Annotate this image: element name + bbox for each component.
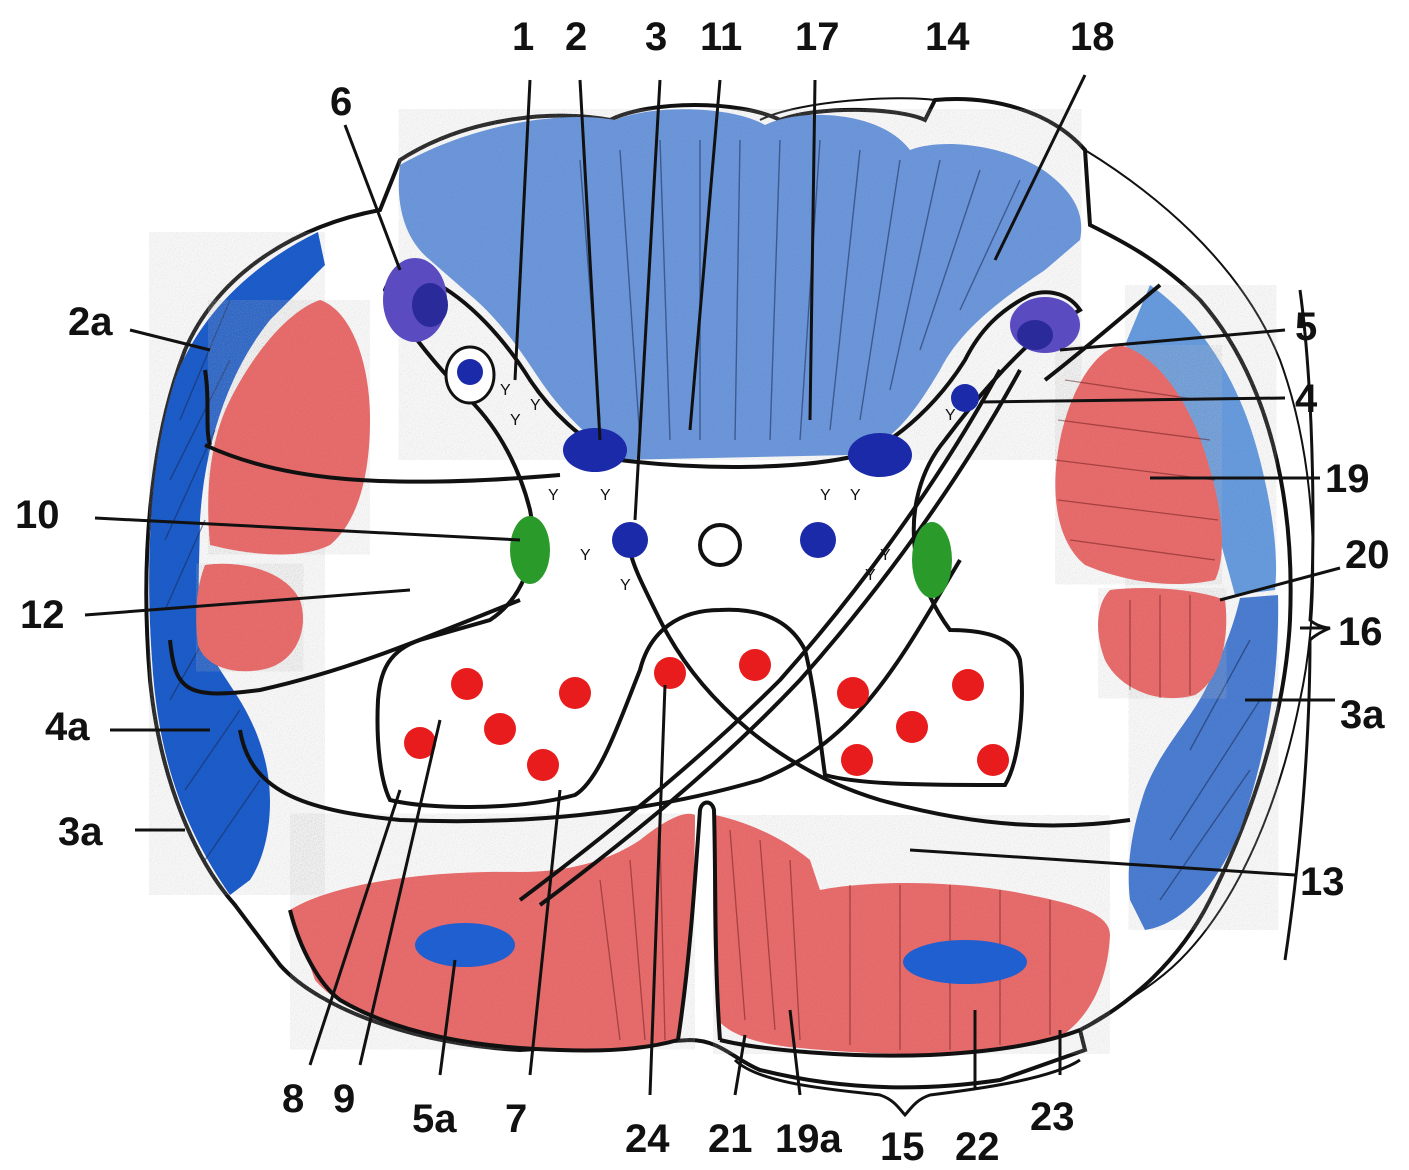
svg-text:Y: Y bbox=[820, 487, 831, 504]
label-22: 22 bbox=[955, 1125, 1000, 1169]
label-2a: 2a bbox=[68, 300, 113, 344]
motor-nucleus bbox=[559, 677, 591, 709]
svg-text:Y: Y bbox=[945, 407, 956, 424]
label-16: 16 bbox=[1338, 610, 1383, 654]
label-10: 10 bbox=[15, 493, 60, 537]
lateral-horn-green-right bbox=[912, 522, 952, 598]
label-7: 7 bbox=[505, 1097, 527, 1141]
motor-nucleus bbox=[654, 657, 686, 689]
central-canal bbox=[700, 525, 740, 565]
label-19a: 19a bbox=[775, 1117, 842, 1161]
right-red-tract-lower bbox=[1098, 588, 1226, 698]
label-21: 21 bbox=[708, 1117, 753, 1161]
motor-nucleus bbox=[527, 749, 559, 781]
label-13: 13 bbox=[1300, 860, 1345, 904]
svg-text:Y: Y bbox=[510, 412, 521, 429]
label-20: 20 bbox=[1345, 533, 1390, 577]
label-2: 2 bbox=[565, 15, 587, 59]
label-1: 1 bbox=[512, 15, 534, 59]
label-3a-left: 3a bbox=[58, 810, 103, 854]
svg-text:Y: Y bbox=[600, 487, 611, 504]
label-23: 23 bbox=[1030, 1095, 1075, 1139]
clarke-nucleus-right bbox=[800, 522, 836, 558]
label-4: 4 bbox=[1295, 377, 1318, 421]
ventral-motor-nuclei bbox=[404, 649, 1009, 781]
svg-text:Y: Y bbox=[620, 577, 631, 594]
label-24: 24 bbox=[625, 1117, 670, 1161]
svg-text:Y: Y bbox=[880, 547, 891, 564]
svg-text:Y: Y bbox=[865, 567, 876, 584]
substantia-gelatinosa-left bbox=[563, 428, 627, 472]
label-9: 9 bbox=[333, 1077, 355, 1121]
svg-text:Y: Y bbox=[548, 487, 559, 504]
label-14: 14 bbox=[925, 15, 970, 59]
motor-nucleus bbox=[837, 677, 869, 709]
svg-text:Y: Y bbox=[850, 487, 861, 504]
left-red-tract-lower bbox=[196, 564, 303, 672]
motor-nucleus bbox=[739, 649, 771, 681]
label-4a: 4a bbox=[45, 705, 90, 749]
motor-nucleus bbox=[952, 669, 984, 701]
dorsal-purple-nucleus-right-inner bbox=[1017, 320, 1053, 350]
lateral-horn-green-left bbox=[510, 516, 550, 584]
label-12: 12 bbox=[20, 593, 65, 637]
motor-nucleus bbox=[484, 713, 516, 745]
svg-text:Y: Y bbox=[500, 382, 511, 399]
label-19: 19 bbox=[1325, 457, 1370, 501]
dorsal-purple-nucleus-left-inner bbox=[412, 283, 448, 327]
label-15: 15 bbox=[880, 1125, 925, 1169]
svg-text:Y: Y bbox=[580, 547, 591, 564]
label-8: 8 bbox=[282, 1077, 304, 1121]
dorsal-nucleus-left-small bbox=[457, 359, 483, 385]
label-17: 17 bbox=[795, 15, 840, 59]
label-5a: 5a bbox=[412, 1097, 457, 1141]
svg-text:Y: Y bbox=[530, 397, 541, 414]
motor-nucleus bbox=[896, 711, 928, 743]
motor-nucleus bbox=[451, 668, 483, 700]
ventral-blue-oval-right bbox=[903, 940, 1027, 984]
clarke-nucleus-left bbox=[612, 522, 648, 558]
label-3a-right: 3a bbox=[1340, 693, 1385, 737]
motor-nucleus bbox=[841, 744, 873, 776]
label-6: 6 bbox=[330, 80, 352, 124]
motor-nucleus bbox=[977, 744, 1009, 776]
label-3: 3 bbox=[645, 15, 667, 59]
substantia-gelatinosa-right bbox=[848, 433, 912, 477]
ventral-blue-oval-left bbox=[415, 923, 515, 967]
label-18: 18 bbox=[1070, 15, 1115, 59]
label-11: 11 bbox=[700, 15, 742, 59]
